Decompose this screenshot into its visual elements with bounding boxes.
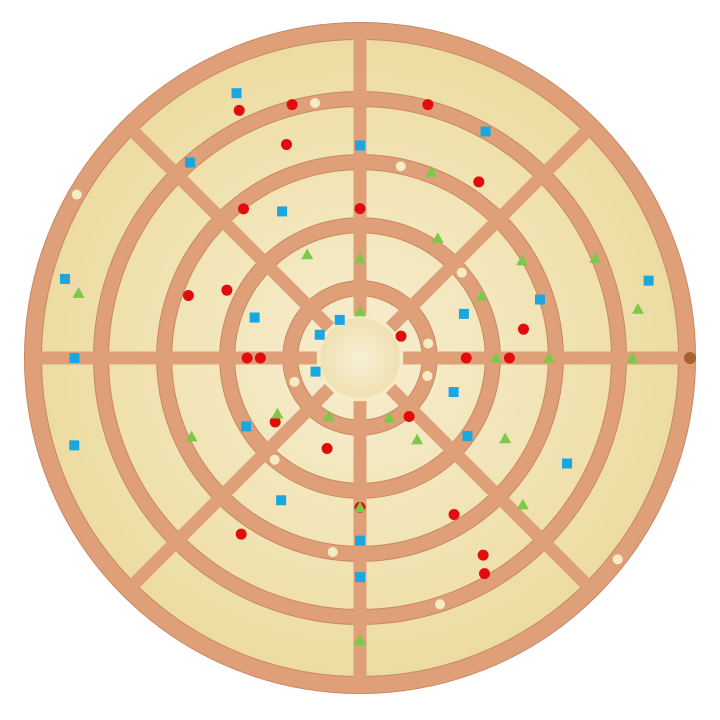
red-marker	[286, 99, 298, 111]
blue-marker	[59, 273, 70, 284]
green-marker	[301, 248, 314, 260]
blue-marker	[458, 308, 469, 319]
green-marker	[354, 501, 366, 513]
green-marker	[72, 287, 85, 298]
green-marker	[354, 634, 366, 645]
red-marker	[280, 139, 292, 151]
exit-knob[interactable]	[684, 352, 696, 364]
green-marker	[383, 411, 396, 423]
blue-marker	[310, 366, 321, 377]
red-marker	[354, 203, 366, 215]
wall-gap	[395, 161, 406, 172]
blue-marker	[562, 458, 573, 469]
blue-marker	[448, 387, 459, 398]
green-marker	[425, 166, 438, 177]
wall-gap	[289, 376, 300, 387]
red-marker	[254, 352, 266, 364]
green-marker	[475, 290, 488, 302]
markers-layer	[59, 88, 654, 645]
blue-marker	[534, 294, 545, 305]
red-marker	[241, 352, 253, 364]
green-marker	[354, 252, 366, 264]
blue-marker	[355, 535, 365, 546]
red-marker	[235, 528, 247, 540]
blue-marker	[69, 440, 80, 451]
red-marker	[473, 176, 485, 188]
wall-gap	[327, 546, 338, 557]
wall-gap	[435, 599, 446, 610]
spoke-wall	[385, 123, 595, 333]
red-marker	[503, 352, 515, 364]
blue-marker	[231, 88, 242, 99]
blue-marker	[276, 495, 287, 506]
center-hub	[320, 318, 400, 398]
green-marker	[516, 254, 529, 266]
spoke-wall	[125, 123, 335, 333]
green-marker	[354, 305, 366, 317]
green-marker	[490, 352, 503, 363]
red-marker	[403, 410, 415, 422]
blue-marker	[643, 275, 654, 286]
red-marker	[477, 549, 489, 561]
red-marker	[479, 568, 490, 580]
wall-gap	[71, 189, 82, 200]
wall-gap	[612, 554, 623, 565]
blue-marker	[314, 329, 325, 340]
green-marker	[543, 352, 556, 363]
red-marker	[460, 352, 472, 364]
blue-marker	[241, 421, 252, 432]
wall-gap	[269, 454, 280, 465]
blue-marker	[69, 353, 80, 363]
red-marker	[448, 509, 460, 521]
red-marker	[237, 203, 249, 215]
wall-gap	[422, 371, 433, 382]
wall-gap	[456, 267, 467, 278]
green-marker	[271, 407, 284, 419]
blue-marker	[480, 126, 491, 137]
blue-marker	[277, 206, 288, 217]
green-marker	[499, 432, 512, 444]
red-marker	[321, 442, 333, 454]
green-marker	[322, 410, 335, 422]
green-marker	[411, 433, 424, 445]
blue-marker	[334, 314, 345, 325]
red-marker	[233, 104, 245, 116]
green-marker	[185, 430, 198, 442]
red-marker	[221, 284, 233, 296]
wall-gap	[423, 338, 434, 349]
red-marker	[422, 99, 434, 111]
spoke-wall	[125, 383, 335, 593]
spoke-wall	[385, 383, 595, 593]
red-marker	[182, 290, 194, 302]
green-marker	[516, 498, 529, 510]
blue-marker	[355, 140, 365, 151]
green-marker	[431, 232, 444, 244]
blue-marker	[185, 157, 196, 168]
green-marker	[589, 252, 602, 263]
blue-marker	[462, 431, 473, 442]
blue-marker	[249, 312, 260, 323]
red-marker	[269, 416, 281, 428]
wall-gap	[310, 97, 321, 108]
red-marker	[395, 330, 407, 342]
blue-marker	[355, 572, 365, 583]
green-marker	[626, 352, 639, 363]
green-marker	[631, 302, 644, 314]
red-marker	[517, 323, 529, 335]
